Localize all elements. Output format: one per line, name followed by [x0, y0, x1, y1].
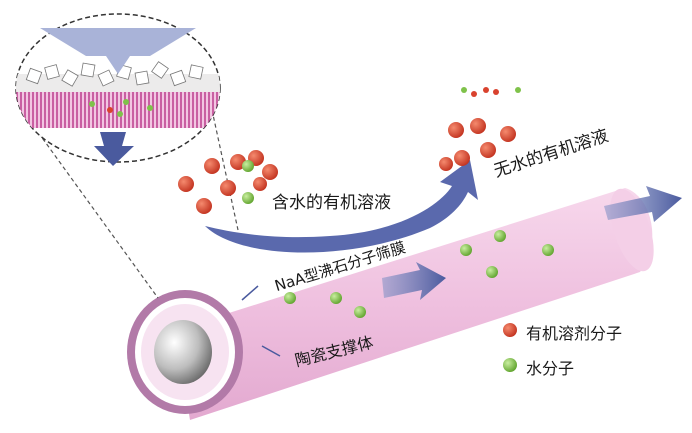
- label-ticks: [241, 285, 281, 357]
- legend-organic-swatch: [503, 323, 517, 337]
- zoom-circle-icon: [15, 13, 221, 163]
- curved-flow-arrow-icon: [205, 160, 478, 253]
- legend-water-swatch: [503, 358, 517, 372]
- flow-arrow-icon: [382, 262, 446, 300]
- exit-arrow-icon: [604, 186, 682, 222]
- legend-water-label: 水分子: [526, 359, 575, 378]
- label-wet-solution: 含水的有机溶液: [272, 193, 391, 213]
- molecules-wet: [178, 150, 278, 214]
- molecules-dry: [439, 87, 521, 171]
- ceramic-tube-icon: [127, 188, 654, 420]
- legend-organic-label: 有机溶剂分子: [526, 324, 623, 343]
- molecules-permeate: [284, 230, 554, 318]
- callout-lines: [21, 109, 239, 299]
- down-arrow-icon: [94, 132, 134, 166]
